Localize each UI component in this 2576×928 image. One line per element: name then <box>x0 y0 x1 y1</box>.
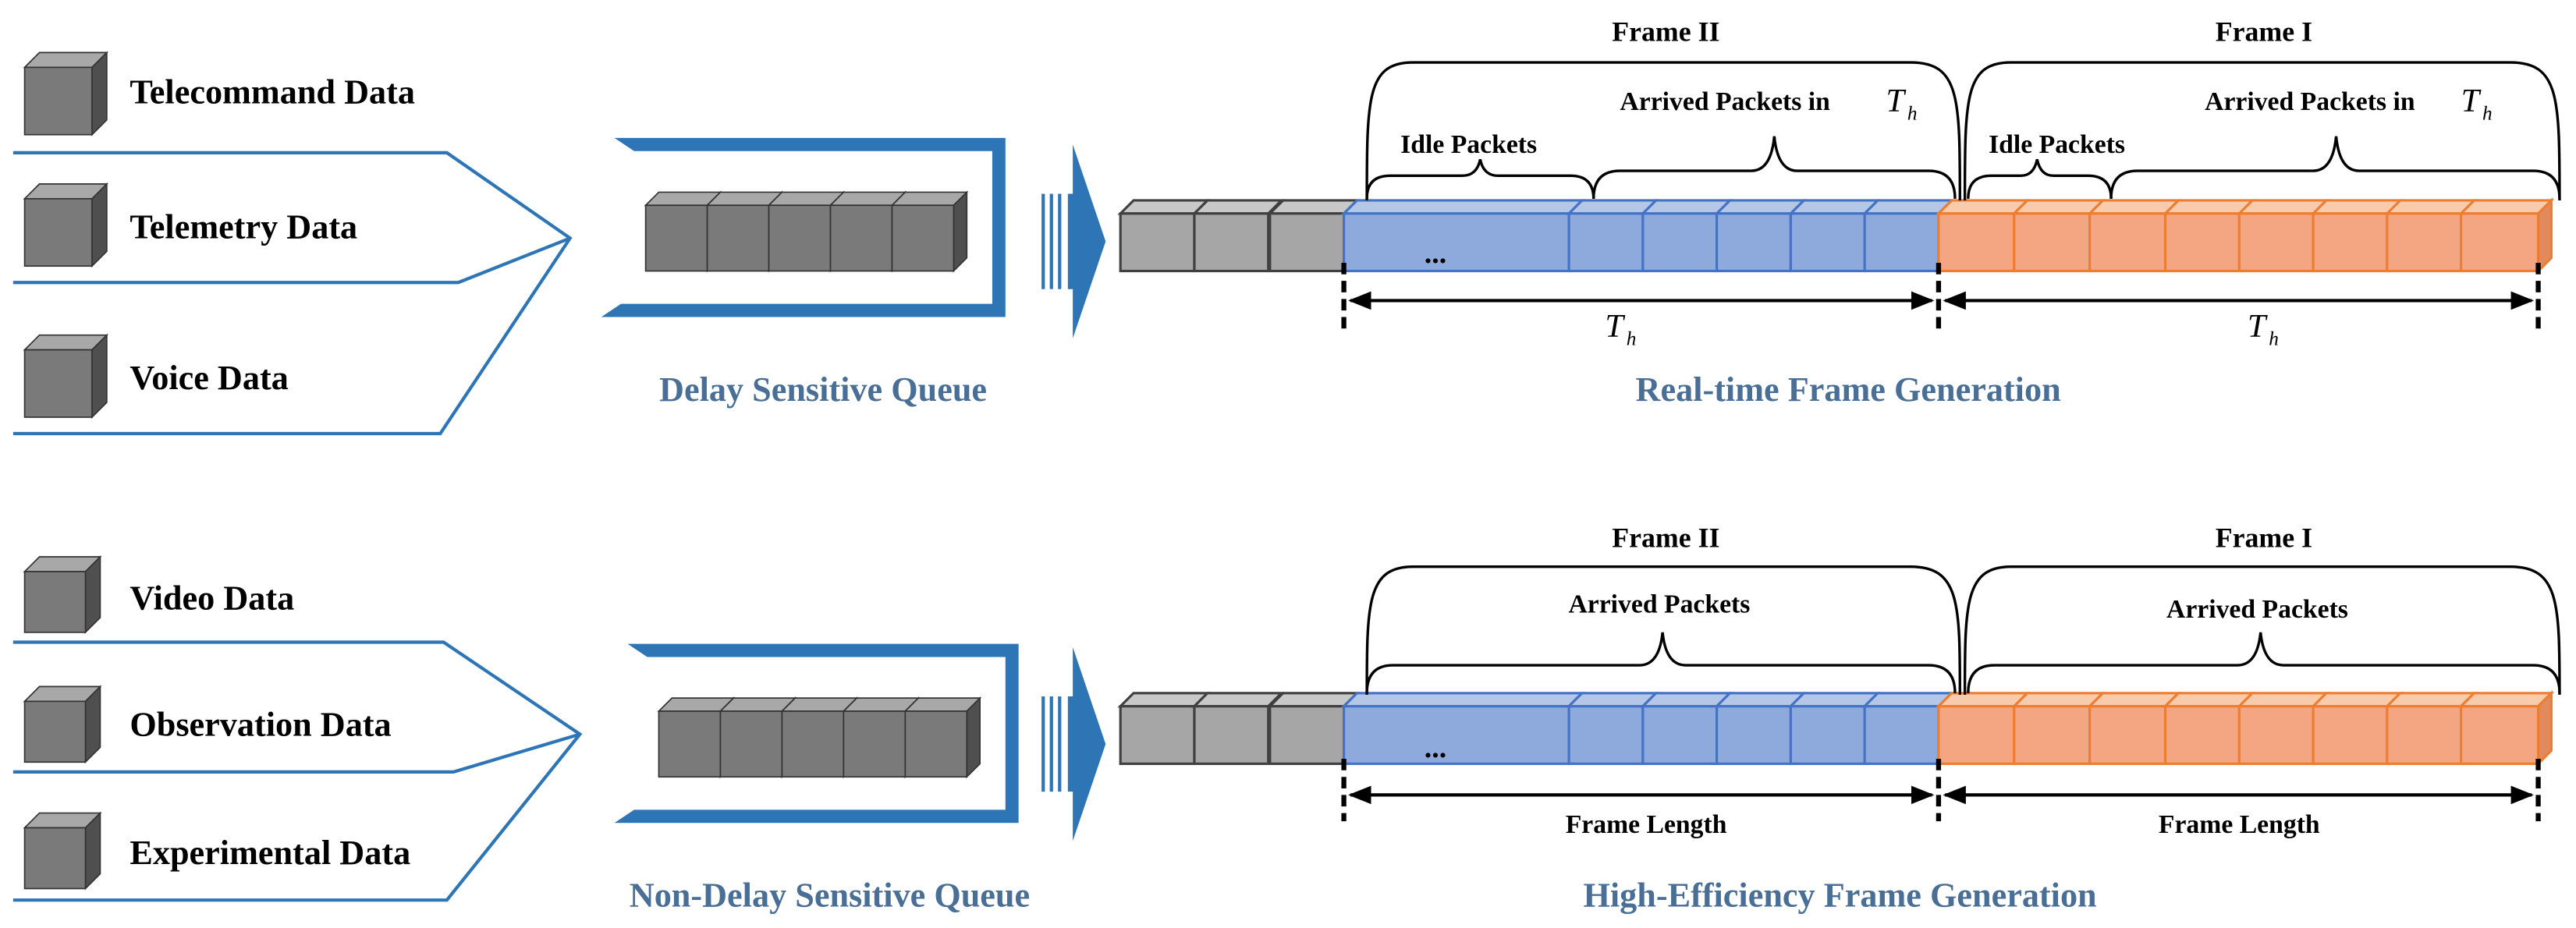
frame2-packet-cell <box>1340 692 1585 765</box>
top-th-dim-1-sub: h <box>2269 328 2279 349</box>
source-label-voice: Voice Data <box>130 359 288 397</box>
top-idle-brace-1 <box>1967 158 2113 199</box>
bottom-length-label-1: Frame Length <box>2159 810 2320 839</box>
queue-packet-cube <box>719 696 797 779</box>
frame2-packet-cell <box>1787 692 1881 765</box>
bottom-arrived-brace-2 <box>1365 632 1957 693</box>
frame1-packet-cell <box>2086 199 2182 273</box>
queue-packet-cube <box>890 190 969 273</box>
non-delay-sensitive-queue-caption: Non-Delay Sensitive Queue <box>630 877 1030 915</box>
frame1-packet-cell <box>2236 199 2331 273</box>
bottom-arrived-label-1: Arrived Packets <box>2166 595 2348 624</box>
delay-sensitive-queue-caption: Delay Sensitive Queue <box>659 370 987 409</box>
frame2-packet-cell <box>1340 199 1585 273</box>
frame2-packet-cell <box>1787 199 1881 273</box>
top-th-arrived-2-sub: h <box>1907 103 1918 125</box>
top-dimension-arrows <box>1341 262 2541 329</box>
sent-packet-cell <box>1267 692 1361 765</box>
source-label-telecommand: Telecommand Data <box>130 73 415 112</box>
frame2-packet-cell <box>1566 692 1659 765</box>
top-queue-cubes <box>644 190 969 273</box>
high-efficiency-frame-generation-caption: High-Efficiency Frame Generation <box>1583 877 2096 915</box>
frame1-packet-cell <box>2310 199 2405 273</box>
bottom-arrived-brace-1 <box>1967 632 2561 693</box>
frame2-packet-cell <box>1640 692 1733 765</box>
top-frame2-brace <box>1365 61 1961 200</box>
frame2-packet-cell <box>1713 199 1808 273</box>
sent-packet-cell <box>1117 692 1211 765</box>
bottom-frame-strip <box>1117 690 2555 767</box>
top-frame1-title: Frame I <box>2216 16 2312 48</box>
frame1-packet-cell <box>2162 692 2258 765</box>
top-frame-strip <box>1117 197 2555 275</box>
bottom-length-label-2: Frame Length <box>1566 810 1727 839</box>
sent-packet-cell <box>1191 692 1285 765</box>
top-frame1-brace <box>1963 61 2561 200</box>
frame1-packet-cell <box>2086 692 2182 765</box>
source-cube-icon <box>23 182 108 268</box>
source-label-video: Video Data <box>130 579 294 617</box>
top-arrived-label-1: Arrived Packets in <box>2205 87 2415 116</box>
frame2-packet-cell <box>1861 199 1955 273</box>
top-ellipsis: ... <box>1425 237 1446 270</box>
top-th-dim-2: T <box>1605 308 1625 345</box>
frame2-packet-cell <box>1713 692 1808 765</box>
top-th-dim-1: T <box>2248 308 2268 345</box>
top-th-arrived-1-sub: h <box>2482 103 2493 125</box>
source-label-telemetry: Telemetry Data <box>130 207 357 246</box>
bottom-dimension-arrows <box>1341 759 2541 822</box>
top-frame2-title: Frame II <box>1612 16 1719 48</box>
bottom-big-arrow <box>1041 646 1106 841</box>
source-cube-icon <box>23 685 102 764</box>
top-big-arrow <box>1041 144 1106 338</box>
top-source-cubes <box>23 51 108 420</box>
bottom-ellipsis: ... <box>1425 731 1446 764</box>
source-cube-icon <box>23 811 102 891</box>
bottom-frame2-title: Frame II <box>1612 522 1719 553</box>
frame1-packet-cell <box>2457 692 2555 765</box>
bottom-funnel-inner <box>12 732 580 774</box>
bottom-frame2-brace <box>1365 565 1961 695</box>
top-idle-label-1: Idle Packets <box>1989 130 2125 159</box>
frame1-packet-cell <box>2310 692 2405 765</box>
source-cube-icon <box>23 51 108 136</box>
bottom-arrived-label-2: Arrived Packets <box>1568 590 1750 619</box>
bottom-frame1-brace <box>1963 565 2561 695</box>
queue-packet-cube <box>903 696 982 779</box>
source-label-observation: Observation Data <box>130 706 391 744</box>
top-th-arrived-1: T <box>2461 83 2482 119</box>
sent-packet-cell <box>1117 199 1211 273</box>
source-label-experimental: Experimental Data <box>130 834 410 872</box>
frame1-packet-cell <box>2457 199 2555 273</box>
top-section: Telecommand Data Telemetry Data Voice Da… <box>12 16 2561 436</box>
frame1-end-face <box>2536 690 2553 767</box>
top-th-dim-2-sub: h <box>1627 328 1637 349</box>
frame1-packet-cell <box>1936 199 2031 273</box>
queue-packet-cube <box>829 190 907 273</box>
sent-packet-cell <box>1267 199 1361 273</box>
frame2-packet-cell <box>1566 199 1659 273</box>
top-arrived-brace-2 <box>1592 136 1957 199</box>
frame1-end-face <box>2536 197 2553 275</box>
source-cube-icon <box>23 333 108 420</box>
top-idle-brace-2 <box>1365 158 1595 199</box>
bottom-queue-cubes <box>657 696 982 779</box>
source-cube-icon <box>23 554 102 634</box>
top-idle-label-2: Idle Packets <box>1400 130 1537 159</box>
top-funnel-inner <box>12 236 571 285</box>
bottom-section: Video Data Observation Data Experimental… <box>12 522 2561 915</box>
sent-packet-cell <box>1191 199 1285 273</box>
top-th-arrived-2: T <box>1886 83 1907 119</box>
bottom-source-cubes <box>23 554 102 891</box>
top-arrived-brace-1 <box>2109 136 2561 199</box>
real-time-frame-generation-caption: Real-time Frame Generation <box>1636 370 2061 409</box>
bottom-frame1-title: Frame I <box>2216 522 2312 553</box>
top-arrived-label-2: Arrived Packets in <box>1620 87 1830 116</box>
